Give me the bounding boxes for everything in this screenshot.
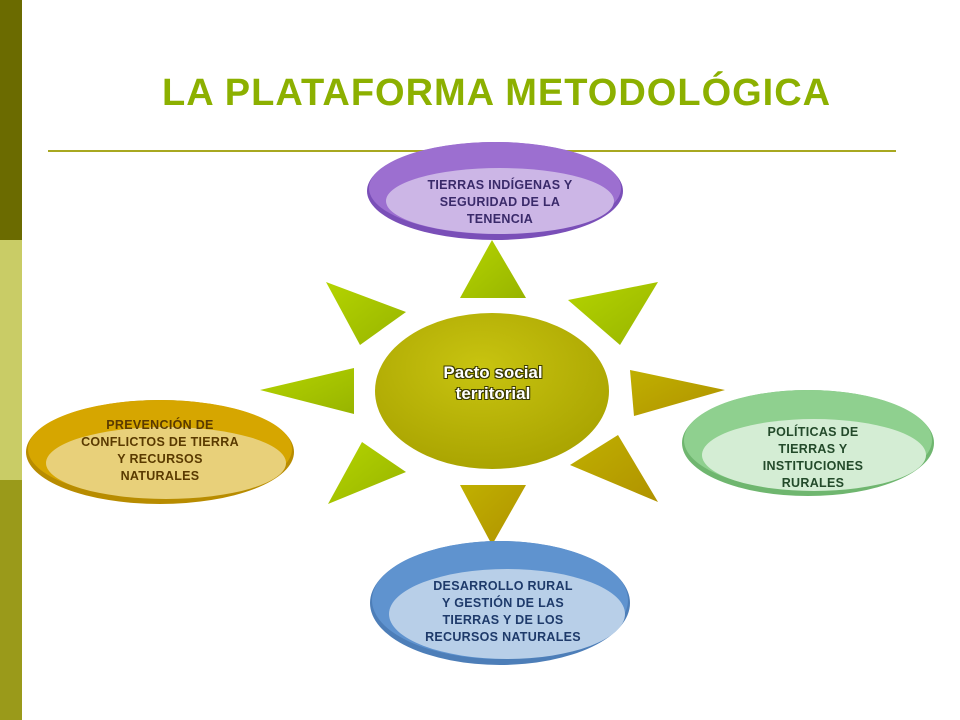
node-bottom-label: DESARROLLO RURAL Y GESTIÓN DE LAS TIERRA… xyxy=(398,578,608,646)
center-label-line-2: territorial xyxy=(455,384,531,403)
center-ellipse xyxy=(375,313,609,469)
node-right-line-4: RURALES xyxy=(781,476,845,490)
node-top-line-1: TIERRAS INDÍGENAS Y xyxy=(427,178,573,192)
ray-right xyxy=(630,370,725,416)
center-label-line-1: Pacto social xyxy=(443,363,543,382)
node-left-line-1: PREVENCIÓN DE xyxy=(106,418,214,432)
node-right-line-3: INSTITUCIONES xyxy=(762,459,864,473)
side-bar-light xyxy=(0,240,22,480)
node-left-line-2: CONFLICTOS DE TIERRA xyxy=(81,435,239,449)
node-right-line-1: POLÍTICAS DE xyxy=(767,425,859,439)
node-right-label: POLÍTICAS DE TIERRAS Y INSTITUCIONES RUR… xyxy=(708,424,918,492)
ray-top-right xyxy=(568,282,658,345)
node-left-label: PREVENCIÓN DE CONFLICTOS DE TIERRA Y REC… xyxy=(55,417,265,485)
node-bottom-line-4: RECURSOS NATURALES xyxy=(425,630,581,644)
node-bottom-line-3: TIERRAS Y DE LOS xyxy=(442,613,564,627)
node-left-shape xyxy=(26,400,294,504)
ray-left xyxy=(260,368,354,414)
node-left-line-3: Y RECURSOS xyxy=(117,452,203,466)
node-right-line-2: TIERRAS Y xyxy=(778,442,848,456)
side-bar-olive xyxy=(0,480,22,720)
ray-top-left xyxy=(326,282,406,345)
node-left-line-4: NATURALES xyxy=(120,469,200,483)
side-bar-dark xyxy=(0,0,22,240)
node-right-shape xyxy=(682,390,934,496)
node-bottom-line-1: DESARROLLO RURAL xyxy=(433,579,573,593)
center-label: Pacto social territorial xyxy=(395,362,591,404)
ray-bottom-right xyxy=(570,435,658,502)
node-top-shape xyxy=(367,142,623,240)
node-top-line-3: TENENCIA xyxy=(466,212,534,226)
node-bottom-shape xyxy=(370,541,630,665)
node-bottom-line-2: Y GESTIÓN DE LAS xyxy=(442,596,564,610)
ray-bottom xyxy=(460,485,526,545)
node-top-line-2: SEGURIDAD DE LA xyxy=(439,195,561,209)
page-title: LA PLATAFORMA METODOLÓGICA xyxy=(162,72,832,114)
ray-top xyxy=(460,240,526,298)
ray-bottom-left xyxy=(328,442,406,504)
node-top-label: TIERRAS INDÍGENAS Y SEGURIDAD DE LA TENE… xyxy=(395,177,605,228)
